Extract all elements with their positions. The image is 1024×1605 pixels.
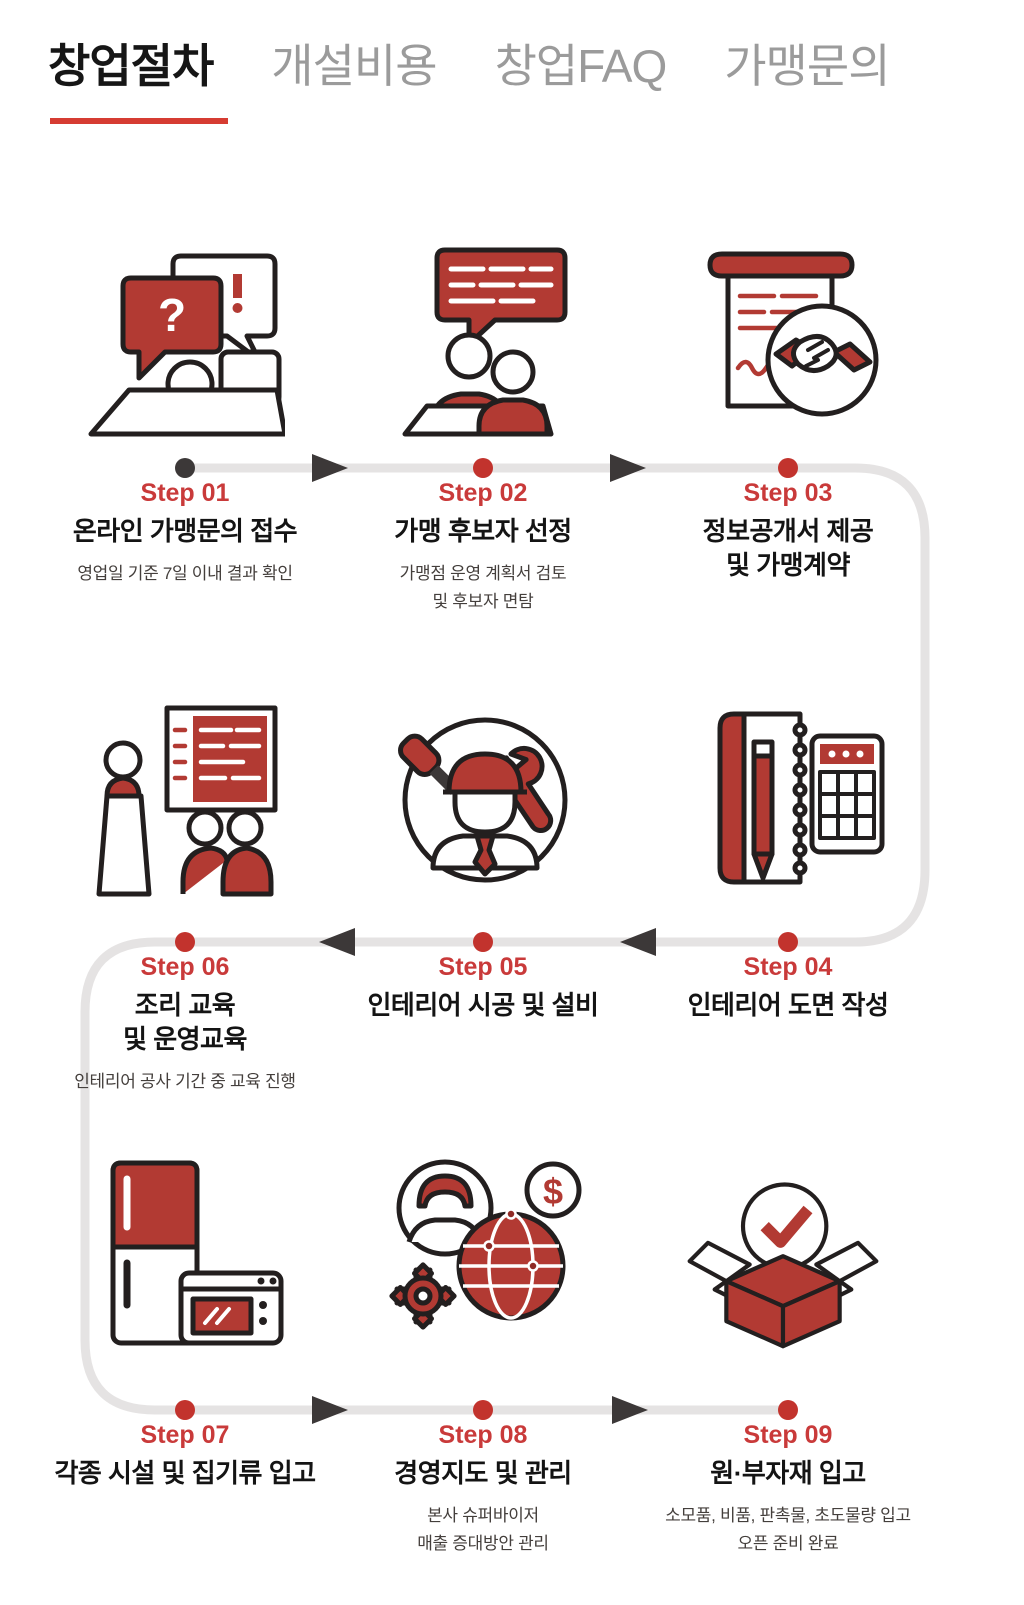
step-description: 영업일 기준 7일 이내 결과 확인 <box>77 564 293 583</box>
step-number: Step 08 <box>438 1421 528 1449</box>
tab-startup-faq[interactable]: 창업FAQ <box>494 30 668 96</box>
svg-text:$: $ <box>543 1171 563 1212</box>
step-description: 가맹점 운영 계획서 검토 및 후보자 면탐 <box>399 564 567 611</box>
arrow-right-icon <box>312 1396 348 1424</box>
kitchen-equipment-icon <box>85 1155 285 1355</box>
training-presentation-icon <box>85 698 285 898</box>
step-title: 경영지도 및 관리 <box>394 1458 572 1488</box>
tab-label: 창업FAQ <box>494 40 668 92</box>
step-03-block: Step 03 정보공개서 제공 및 가맹계약 <box>623 478 953 582</box>
contract-handshake-icon <box>688 238 888 438</box>
arrow-right-icon <box>312 454 348 482</box>
step-number: Step 09 <box>743 1421 833 1449</box>
step-title: 인테리어 시공 및 설비 <box>367 990 599 1020</box>
tab-label: 가맹문의 <box>724 40 890 92</box>
step-01-block: Step 01 온라인 가맹문의 접수 영업일 기준 7일 이내 결과 확인 <box>20 478 350 588</box>
tab-label: 개설비용 <box>271 40 437 92</box>
step-dot-05 <box>473 932 493 952</box>
step-description: 본사 슈퍼바이저 매출 증대방안 관리 <box>417 1506 549 1553</box>
step-number: Step 01 <box>140 479 230 507</box>
step-title: 조리 교육 및 운영교육 <box>123 990 247 1054</box>
active-tab-underline <box>50 118 228 124</box>
step-dot-02 <box>473 458 493 478</box>
step-08-block: Step 08 경영지도 및 관리 본사 슈퍼바이저 매출 증대방안 관리 <box>318 1420 648 1558</box>
arrow-left-icon <box>620 928 656 956</box>
step-number: Step 03 <box>743 479 833 507</box>
candidate-interview-icon <box>385 238 585 438</box>
step-number: Step 02 <box>438 479 528 507</box>
top-navigation: 창업절차 개설비용 창업FAQ 가맹문의 <box>48 30 891 124</box>
step-dot-08 <box>473 1400 493 1420</box>
supply-box-icon <box>683 1162 883 1362</box>
svg-text:?: ? <box>158 289 186 341</box>
step-dot-04 <box>778 932 798 952</box>
arrow-right-icon <box>610 454 646 482</box>
step-dot-03 <box>778 458 798 478</box>
arrow-right-icon <box>612 1396 648 1424</box>
tab-opening-cost[interactable]: 개설비용 <box>271 30 437 96</box>
step-dot-01 <box>175 458 195 478</box>
step-dot-07 <box>175 1400 195 1420</box>
tab-startup-process[interactable]: 창업절차 <box>48 30 228 124</box>
step-09-block: Step 09 원·부자재 입고 소모품, 비품, 판촉물, 초도물량 입고 오… <box>623 1420 953 1558</box>
step-description: 인테리어 공사 기간 중 교육 진행 <box>74 1072 296 1091</box>
step-title: 정보공개서 제공 및 가맹계약 <box>702 516 874 580</box>
step-dot-06 <box>175 932 195 952</box>
step-07-block: Step 07 각종 시설 및 집기류 입고 <box>20 1420 350 1490</box>
flow-line <box>80 463 930 1415</box>
step-06-block: Step 06 조리 교육 및 운영교육 인테리어 공사 기간 중 교육 진행 <box>20 952 350 1096</box>
step-title: 인테리어 도면 작성 <box>687 990 889 1020</box>
step-number: Step 07 <box>140 1421 230 1449</box>
step-dot-09 <box>778 1400 798 1420</box>
step-number: Step 06 <box>140 953 230 981</box>
step-title: 원·부자재 입고 <box>710 1458 866 1488</box>
step-02-block: Step 02 가맹 후보자 선정 가맹점 운영 계획서 검토 및 후보자 면탐 <box>318 478 648 616</box>
step-05-block: Step 05 인테리어 시공 및 설비 <box>318 952 648 1022</box>
step-number: Step 04 <box>743 953 833 981</box>
step-04-block: Step 04 인테리어 도면 작성 <box>623 952 953 1022</box>
management-globe-icon: $ <box>385 1148 585 1348</box>
step-title: 가맹 후보자 선정 <box>394 516 572 546</box>
step-number: Step 05 <box>438 953 528 981</box>
step-title: 온라인 가맹문의 접수 <box>72 516 298 546</box>
interior-drawing-icon <box>688 698 888 898</box>
step-title: 각종 시설 및 집기류 입고 <box>54 1458 316 1488</box>
tab-franchise-inquiry[interactable]: 가맹문의 <box>724 30 890 96</box>
arrow-left-icon <box>319 928 355 956</box>
online-inquiry-icon: ? <box>85 238 285 438</box>
tab-label: 창업절차 <box>48 40 214 92</box>
construction-worker-icon <box>385 698 585 898</box>
step-description: 소모품, 비품, 판촉물, 초도물량 입고 오픈 준비 완료 <box>665 1506 911 1553</box>
